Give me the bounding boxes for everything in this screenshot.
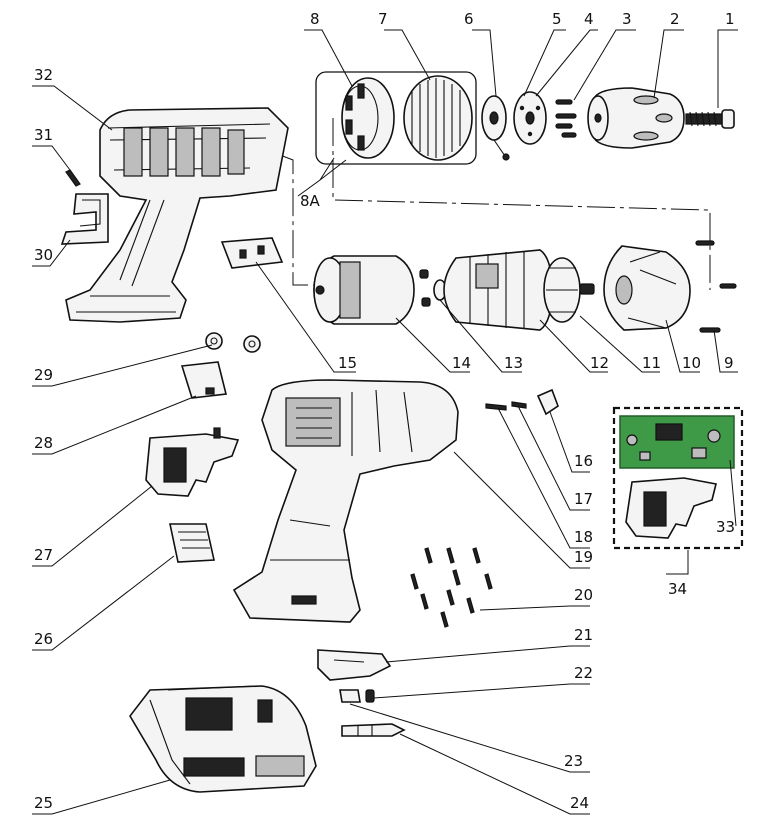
part-3-screws: [555, 99, 577, 138]
part-8-gear-cage: [341, 77, 395, 159]
part-19-main-housing: [232, 379, 459, 623]
axis-line-left: [279, 154, 318, 286]
callout-32: 32: [34, 66, 53, 84]
part-21-latch: [317, 649, 392, 681]
callout-25: 25: [34, 794, 53, 812]
part-32-housing-half: [65, 107, 289, 323]
axis-line-top: [332, 118, 711, 290]
callout-23: 23: [564, 752, 583, 770]
callout-1: 1: [725, 10, 735, 28]
callout-30: 30: [34, 246, 53, 264]
callout-3: 3: [622, 10, 632, 28]
callout-16: 16: [574, 452, 593, 470]
part-20-housing-screws: [410, 547, 493, 628]
part-6-planet-plate: [481, 95, 510, 161]
callout-6: 6: [464, 10, 474, 28]
part-12-gearbox: [443, 249, 553, 331]
callout-27: 27: [34, 546, 53, 564]
part-4-5-discs: [513, 91, 547, 145]
part-28-switch-block: [180, 361, 227, 399]
callout-29: 29: [34, 366, 53, 384]
leader-lines: [32, 29, 738, 815]
callout-11: 11: [642, 354, 661, 372]
callout-24: 24: [570, 794, 589, 812]
part-9-screws: [695, 240, 737, 333]
callout-22: 22: [574, 664, 593, 682]
callout-10: 10: [682, 354, 701, 372]
part-13-pinion: [419, 269, 447, 307]
part-18-spring: [485, 403, 507, 411]
part-33-pcb: [619, 415, 735, 469]
callout-13: 13: [504, 354, 523, 372]
part-34-switch-assembly: [625, 477, 717, 539]
callout-26: 26: [34, 630, 53, 648]
part-2-chuck: [587, 87, 685, 149]
callout-34: 34: [668, 580, 687, 598]
part-31-screw: [65, 169, 81, 187]
callout-15: 15: [338, 354, 357, 372]
callout-9: 9: [724, 354, 734, 372]
part-24-screwdriver-bit: [341, 723, 406, 737]
part-27-trigger-switch: [145, 427, 240, 497]
part-22-screw: [339, 689, 375, 703]
part-7-ridged-ring: [403, 75, 473, 161]
callout-5: 5: [552, 10, 562, 28]
part-16-knob: [536, 388, 559, 416]
part-15-bracket: [220, 237, 284, 269]
callout-labels: 1 2 3 4 5 6 7 8 8A 9 10 11 12 13 14 15 1…: [34, 10, 735, 812]
callout-8: 8: [310, 10, 320, 28]
part-1-chuck-screw: [685, 109, 735, 129]
callout-31: 31: [34, 126, 53, 144]
gearbox-ring-group-frame: [315, 71, 477, 165]
callout-21: 21: [574, 626, 593, 644]
callout-17: 17: [574, 490, 593, 508]
part-11-clutch-ring: [543, 257, 595, 323]
part-30-belt-clip: [60, 193, 109, 245]
part-10-clutch-housing: [603, 245, 691, 331]
part-17-screw: [511, 401, 527, 409]
part-25-battery: [129, 685, 317, 793]
callout-19: 19: [574, 548, 593, 566]
part-14-motor: [313, 255, 415, 325]
replacement-kit-frame: [612, 406, 744, 550]
part-26-terminal-block: [169, 523, 215, 563]
callout-33: 33: [716, 518, 735, 536]
part-29-nuts: [205, 332, 261, 353]
callout-2: 2: [670, 10, 680, 28]
callout-14: 14: [452, 354, 471, 372]
callout-4: 4: [584, 10, 594, 28]
callout-7: 7: [378, 10, 388, 28]
callout-28: 28: [34, 434, 53, 452]
callout-12: 12: [590, 354, 609, 372]
callout-20: 20: [574, 586, 593, 604]
callout-8a: 8A: [300, 192, 321, 210]
callout-18: 18: [574, 528, 593, 546]
